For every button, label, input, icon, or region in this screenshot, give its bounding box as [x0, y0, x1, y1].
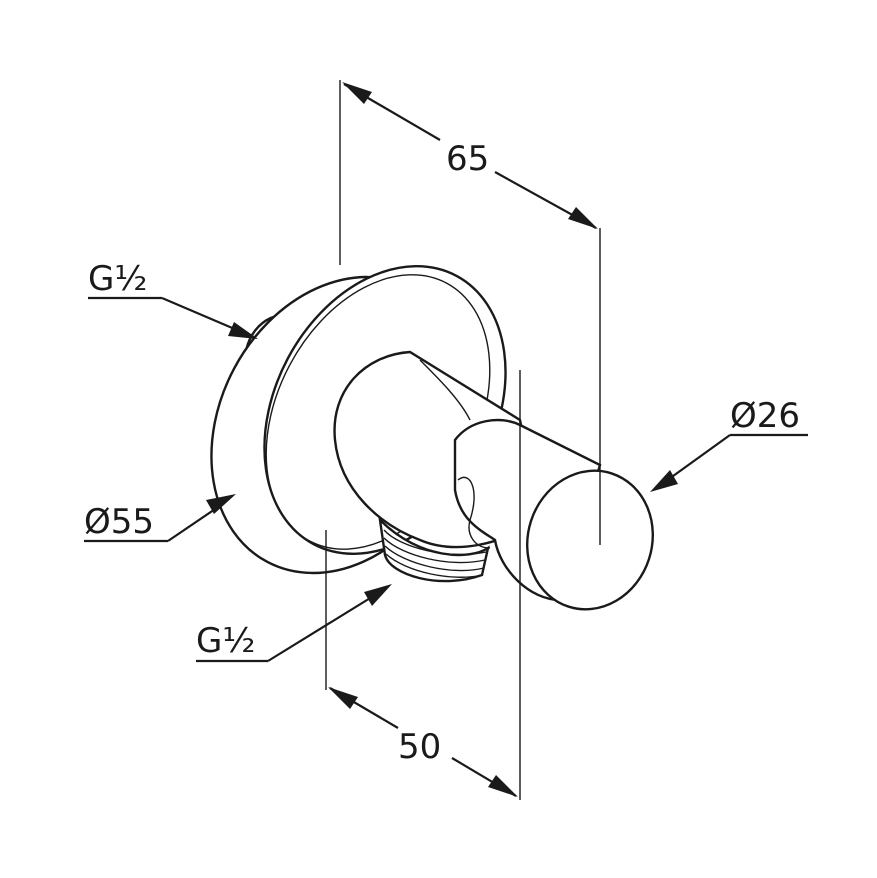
outlet-thread-label: G½: [196, 621, 255, 661]
leader-rosette-diameter: Ø55: [84, 494, 236, 543]
holder-diameter-label: Ø26: [730, 396, 800, 436]
dimension-65: 65: [339, 80, 601, 545]
wall-thread-label: G½: [88, 259, 147, 299]
holder-end-cap: [525, 469, 655, 611]
leader-wall-thread: G½: [88, 259, 258, 339]
leader-outlet-thread: G½: [196, 584, 392, 663]
rosette-diameter-label: Ø55: [84, 502, 154, 542]
dimension-65-label: 65: [446, 139, 489, 179]
leader-holder-diameter: Ø26: [650, 396, 808, 492]
outlet-thread-nipple: [378, 516, 490, 583]
dimension-50-label: 50: [398, 727, 441, 767]
dimension-50: 50: [325, 370, 521, 800]
